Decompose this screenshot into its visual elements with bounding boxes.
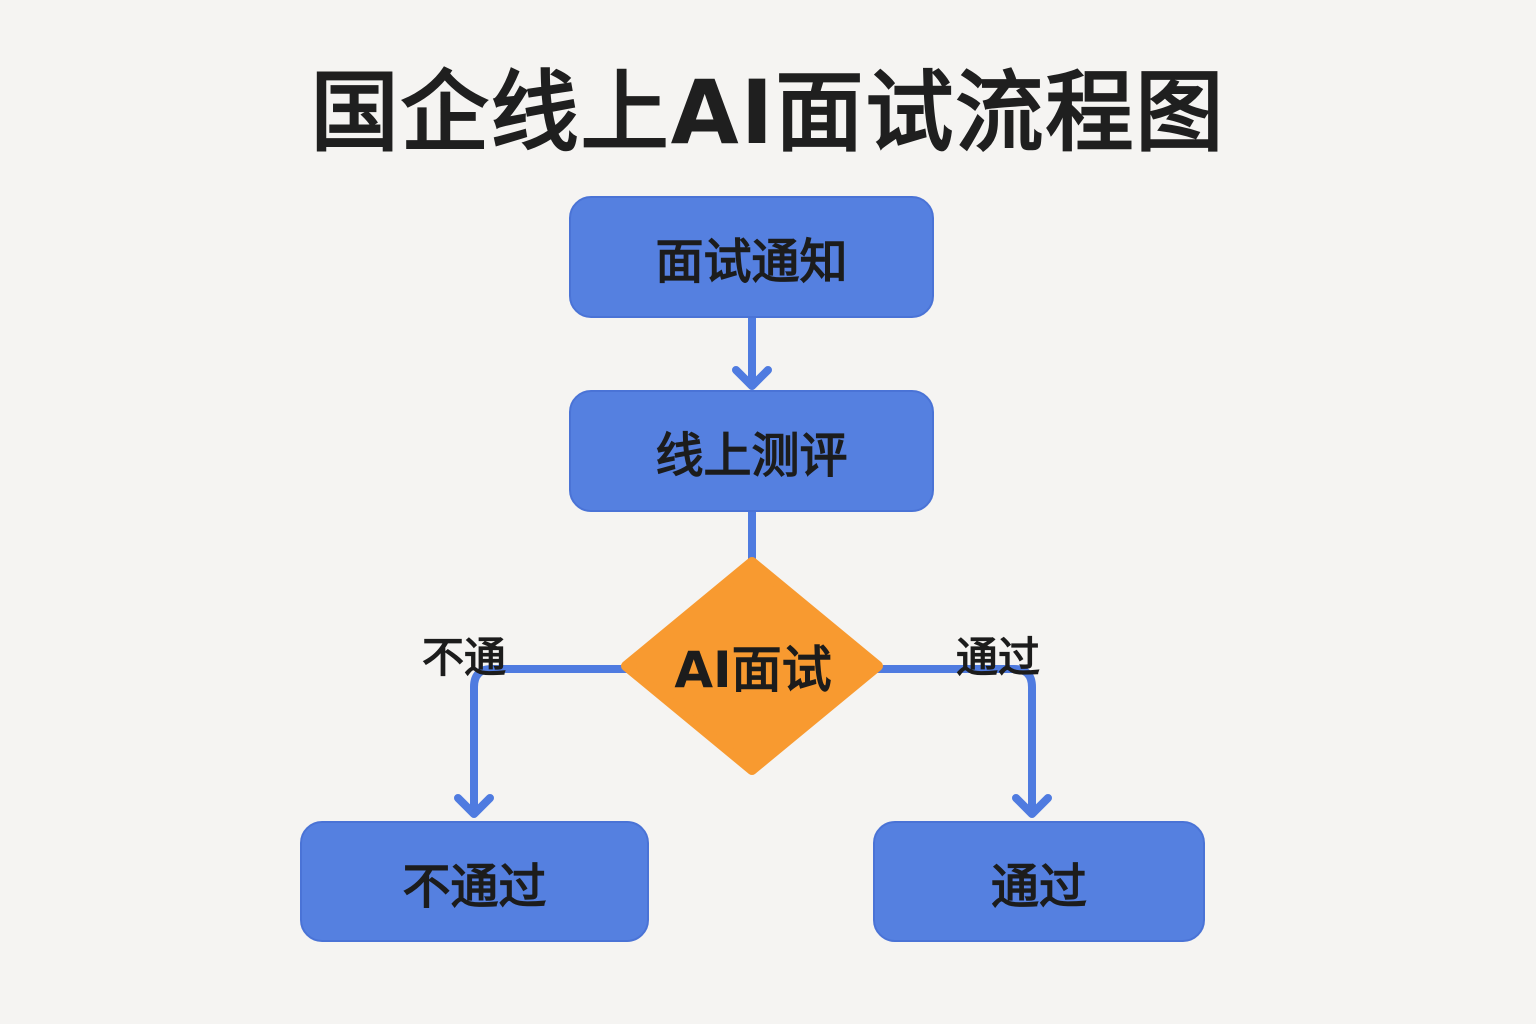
node-label: 面试通知 [655, 234, 848, 290]
node-interview-notice: 面试通知 [569, 196, 934, 318]
node-pass: 通过 [873, 821, 1205, 942]
node-label: 线上测评 [655, 428, 848, 484]
edge-label-pass: 通过 [956, 633, 1041, 682]
arrowhead-decision-to-pass [1012, 794, 1052, 818]
node-fail: 不通过 [300, 821, 649, 942]
node-label: 不通过 [402, 858, 547, 915]
decision-diamond [621, 557, 883, 775]
arrowhead-decision-to-fail [454, 794, 494, 818]
page-title: 国企线上AI面试流程图 [310, 61, 1226, 164]
edge-label-fail: 不通 [422, 633, 507, 682]
arrow-decision-to-fail [470, 665, 634, 816]
decision-label: AI面试 [674, 641, 832, 699]
node-online-test: 线上测评 [569, 390, 934, 512]
arrowhead-notice-to-test [732, 366, 772, 390]
arrow-decision-to-pass [872, 665, 1036, 816]
node-label: 通过 [990, 858, 1087, 915]
